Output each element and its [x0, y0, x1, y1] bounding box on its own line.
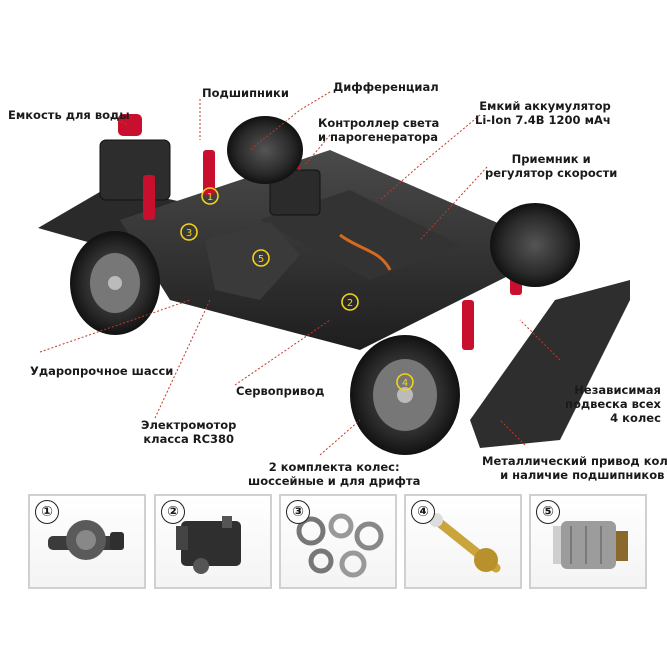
- callout-chassis: Ударопрочное шасси: [30, 364, 174, 378]
- marker-3: 3: [180, 223, 198, 241]
- wire-bundle: [339, 233, 392, 271]
- marker-2: 2: [341, 293, 359, 311]
- thumbnail-differential: ①: [28, 494, 146, 589]
- marker-4: 4: [396, 373, 414, 391]
- callout-suspension: Независимая подвеска всех 4 колес: [565, 383, 661, 425]
- rear-right-wheel: [227, 116, 303, 184]
- leader-lines: [39, 91, 561, 456]
- rear-shock-right: [203, 150, 215, 195]
- motor-icon: [553, 521, 628, 569]
- callout-bearings: Подшипники: [202, 86, 289, 100]
- svg-text:2: 2: [347, 298, 353, 309]
- thumbnail-number-3: ③: [286, 500, 310, 524]
- callout-drive: Металлический привод колес и наличие под…: [482, 454, 667, 482]
- motor-cover: [205, 222, 300, 300]
- thumbnail-drive-shaft: ④: [404, 494, 522, 589]
- callout-motor: Электромотор класса RC380: [141, 418, 237, 446]
- front-left-wheel: [350, 335, 460, 455]
- thumbnail-number-2: ②: [161, 500, 185, 524]
- callout-servo: Сервопривод: [236, 384, 325, 398]
- thumbnail-motor: ⑤: [529, 494, 647, 589]
- thumbnail-number-5: ⑤: [536, 500, 560, 524]
- front-bumper: [470, 280, 630, 448]
- marker-1: 1: [201, 187, 219, 205]
- water-tank: [99, 139, 171, 201]
- servo-icon: [176, 516, 241, 574]
- callout-wheels: 2 комплекта колес: шоссейные и для дрифт…: [248, 460, 421, 488]
- svg-text:5: 5: [258, 254, 264, 265]
- thumbnail-bearings: ③: [279, 494, 397, 589]
- callout-receiver: Приемник и регулятор скорости: [485, 152, 618, 180]
- thumbnail-number-1: ①: [35, 500, 59, 524]
- rear-left-wheel: [70, 231, 160, 335]
- rc-car-chassis-illustration: 1 2 3 4 5: [38, 91, 630, 456]
- callout-differential: Дифференциал: [333, 80, 439, 94]
- svg-text:3: 3: [186, 228, 192, 239]
- svg-text:4: 4: [402, 378, 408, 389]
- water-tank-cap: [118, 114, 142, 136]
- svg-text:1: 1: [207, 192, 213, 203]
- front-right-wheel: [490, 203, 580, 287]
- thumbnail-servo: ②: [154, 494, 272, 589]
- callout-light-controller: Контроллер света и парогенератора: [318, 116, 440, 144]
- rear-shock-left: [143, 175, 155, 220]
- differential-icon: [48, 520, 124, 560]
- rear-chassis-plate: [38, 186, 200, 254]
- thumbnail-number-4: ④: [411, 500, 435, 524]
- callout-water-tank: Емкость для воды: [8, 108, 130, 122]
- front-shock-left: [462, 300, 474, 350]
- marker-5: 5: [252, 249, 270, 267]
- bearings-icon: [296, 513, 384, 578]
- callout-battery: Емкий аккумулятор Li-Ion 7.4В 1200 мАч: [475, 99, 611, 127]
